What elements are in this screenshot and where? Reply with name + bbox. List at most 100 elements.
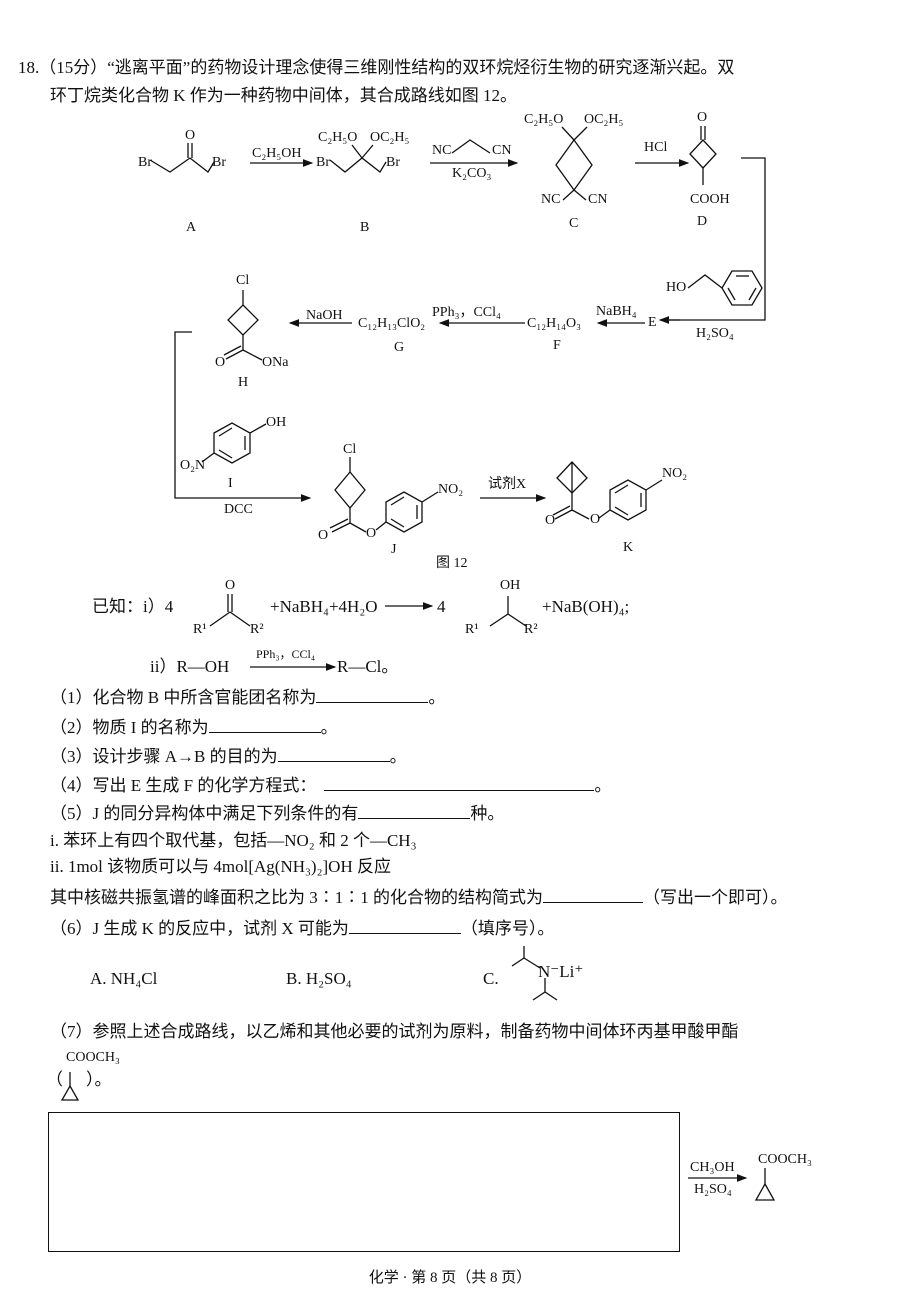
question-5-text: （5）J 的同分异构体中满足下列条件的有 <box>50 804 359 823</box>
question-6-text: （6）J 生成 K 的反应中，试剂 X 可能为 <box>50 919 349 938</box>
final-cyclopropane <box>754 1182 776 1201</box>
reagent-gh: NaOH <box>306 308 343 323</box>
reagent-bc-nc: NC <box>432 143 452 158</box>
b-oet2: OC₂H₅ <box>370 130 410 145</box>
answer-blank-3[interactable] <box>277 746 390 762</box>
question-1-end: 。 <box>428 688 446 707</box>
option-a: A. NH₄Cl <box>90 969 158 988</box>
known-i-prefix: 已知：i）4 <box>92 597 174 616</box>
known-i-mid: +NaBH₄+4H₂O <box>270 597 378 616</box>
known-ii-reagent: PPh₃，CCl₄ <box>256 647 316 661</box>
reagent-de-ho: HO <box>666 280 687 295</box>
f-formula: C₁₂H₁₄O₃ <box>527 316 581 331</box>
condition-1: i. 苯环上有四个取代基，包括—NO₂ 和 2 个—CH₃ <box>50 831 417 850</box>
label-h: H <box>238 375 249 390</box>
label-i: I <box>228 476 233 491</box>
j-cl: Cl <box>343 442 357 457</box>
answer-blank-2[interactable] <box>208 717 321 733</box>
question-5: （5）J 的同分异构体中满足下列条件的有 种。 <box>50 803 504 824</box>
label-f: F <box>553 338 561 353</box>
question-4-end: 。 <box>594 776 612 795</box>
b-br1: Br <box>316 155 330 170</box>
d-o: O <box>697 110 708 125</box>
known-alcohol-oh: OH <box>500 578 521 593</box>
question-1-text: （1）化合物 B 中所含官能团名称为 <box>50 688 317 707</box>
known-i-four: 4 <box>437 597 446 616</box>
compound-d-ring <box>689 139 717 169</box>
question-6: （6）J 生成 K 的反应中，试剂 X 可能为 （填序号）。 <box>50 918 554 939</box>
label-k: K <box>623 540 634 555</box>
page-footer: 化学 · 第 8 页（共 8 页） <box>368 1270 532 1286</box>
i-no2: O₂N <box>180 458 206 473</box>
q7-paren-open: （ <box>46 1070 63 1089</box>
k-o1: O <box>545 513 556 528</box>
option-c: C. <box>483 969 499 988</box>
answer-box-q7[interactable] <box>48 1112 680 1252</box>
question-4: （4）写出 E 生成 F 的化学方程式：。 <box>50 775 611 796</box>
q7-cyclopropane <box>60 1084 80 1101</box>
benzyl-alcohol-ring <box>721 270 763 306</box>
label-j: J <box>391 542 397 557</box>
question-text-line2: 环丁烷类化合物 K 作为一种药物中间体，其合成路线如图 12。 <box>50 86 518 105</box>
question-text-line1: 18.（15分）“逃离平面”的药物设计理念使得三维刚性结构的双环烷烃衍生物的研究… <box>18 58 735 77</box>
question-3-end: 。 <box>389 747 407 766</box>
label-a: A <box>186 220 197 235</box>
a-o: O <box>185 128 196 143</box>
known-ii-end: R—Cl。 <box>337 657 399 676</box>
k-o2: O <box>590 512 601 527</box>
question-2-text: （2）物质 I 的名称为 <box>50 718 209 737</box>
a-br2: Br <box>212 155 226 170</box>
reagent-cd: HCl <box>644 140 668 155</box>
condition-2: ii. 1mol 该物质可以与 4mol[Ag(NH₃)₂]OH 反应 <box>50 857 391 876</box>
answer-blank-4[interactable] <box>324 775 595 791</box>
b-br2: Br <box>386 155 400 170</box>
label-d: D <box>697 214 708 229</box>
nmr-text: 其中核磁共振氢谱的峰面积之比为 3∶1∶1 的化合物的结构简式为 <box>50 888 543 907</box>
known-ketone-o: O <box>225 578 236 593</box>
label-c: C <box>569 216 579 231</box>
question-6-end: （填序号）。 <box>460 919 555 938</box>
reagent-bc-cn: CN <box>492 143 512 158</box>
compound-j-ring <box>334 470 366 510</box>
label-g: G <box>394 340 405 355</box>
bracket-d-e <box>665 157 766 321</box>
question-5-end: 种。 <box>470 804 505 823</box>
answer-blank-1[interactable] <box>316 687 429 703</box>
final-reagent-above: CH₃OH <box>690 1160 735 1175</box>
a-br1: Br <box>138 155 152 170</box>
reagent-bc-below: K₂CO₃ <box>452 166 492 181</box>
j-no2: NO₂ <box>438 482 464 497</box>
reagent-ab: C₂H₅OH <box>252 146 302 161</box>
known-i-end: +NaB(OH)₄; <box>542 597 630 616</box>
option-c-lda: N⁻Li⁺ <box>538 962 584 981</box>
c-oet1: C₂H₅O <box>524 112 564 127</box>
answer-blank-5[interactable] <box>358 803 471 819</box>
answer-blank-6[interactable] <box>348 918 461 934</box>
label-e: E <box>648 315 657 330</box>
j-o1: O <box>318 528 329 543</box>
known-ii-prefix: ii）R—OH <box>150 657 230 676</box>
known-r2: R² <box>250 622 264 637</box>
q7-paren-close: ）。 <box>86 1070 112 1089</box>
bracket-h-j <box>174 331 290 499</box>
k-no2: NO₂ <box>662 466 688 481</box>
compound-b-chain <box>329 157 387 173</box>
b-oet1: C₂H₅O <box>318 130 358 145</box>
answer-blank-5b[interactable] <box>543 887 643 903</box>
question-3-text: （3）设计步骤 A→B 的目的为 <box>50 747 278 766</box>
q7-formula: COOCH₃ <box>66 1050 120 1065</box>
h-ona: ONa <box>262 355 289 370</box>
h-cl: Cl <box>236 273 250 288</box>
reagent-jk: 试剂X <box>488 477 527 492</box>
option-b: B. H₂SO₄ <box>286 969 352 988</box>
reagent-ef: NaBH₄ <box>596 304 637 319</box>
known-r1b: R¹ <box>465 622 479 637</box>
compound-a-chain <box>149 157 215 173</box>
question-1: （1）化合物 B 中所含官能团名称为 。 <box>50 687 445 708</box>
d-cooh: COOH <box>690 192 730 207</box>
question-7: （7）参照上述合成路线，以乙烯和其他必要的试剂为原料，制备药物中间体环丙基甲酸甲… <box>50 1022 739 1041</box>
compound-c-ring <box>555 138 593 192</box>
label-b: B <box>360 220 370 235</box>
